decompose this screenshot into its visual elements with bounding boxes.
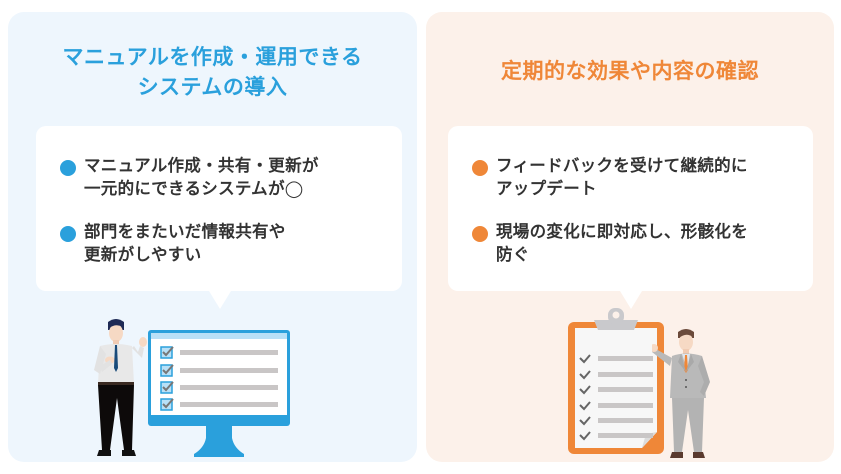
clipboard-checklist-icon [568,308,664,454]
right-panel: 定期的な効果や内容の確認 フィードバックを受けて継続的に アップデート 現場の変… [426,12,834,462]
bullet-text: フィードバックを受けて継続的に アップデート [496,156,748,198]
bullet-dot-icon [60,160,76,176]
bullet-dot-icon [60,226,76,242]
left-speech-bubble: マニュアル作成・共有・更新が 一元的にできるシステムが◯ 部門をまたいだ情報共有… [36,126,402,309]
left-title-line1: マニュアルを作成・運用できる [62,45,363,69]
right-panel-title: 定期的な効果や内容の確認 [501,59,759,83]
left-bullet-item: マニュアル作成・共有・更新が 一元的にできるシステムが◯ [60,154,392,200]
left-panel-title: マニュアルを作成・運用できる システムの導入 [8,42,417,102]
businessman-suit-icon [652,329,710,458]
left-bullet-item: 部門をまたいだ情報共有や 更新がしやすい [60,220,392,266]
monitor-checklist-icon [148,330,290,457]
bullet-dot-icon [472,226,488,242]
right-bullet-item: フィードバックを受けて継続的に アップデート [472,154,803,200]
bullet-text: マニュアル作成・共有・更新が 一元的にできるシステムが◯ [84,156,319,198]
businessman-shirt-icon [94,319,147,456]
left-title-line2: システムの導入 [137,75,288,99]
right-bullet-item: 現場の変化に即対応し、形骸化を 防ぐ [472,220,803,266]
left-panel: マニュアルを作成・運用できる システムの導入 マニュアル作成・共有・更新が 一元… [8,12,417,462]
bullet-text: 部門をまたいだ情報共有や 更新がしやすい [84,222,286,264]
right-speech-bubble: フィードバックを受けて継続的に アップデート 現場の変化に即対応し、形骸化を 防… [448,126,813,309]
bullet-text: 現場の変化に即対応し、形骸化を 防ぐ [496,222,748,264]
bullet-dot-icon [472,160,488,176]
